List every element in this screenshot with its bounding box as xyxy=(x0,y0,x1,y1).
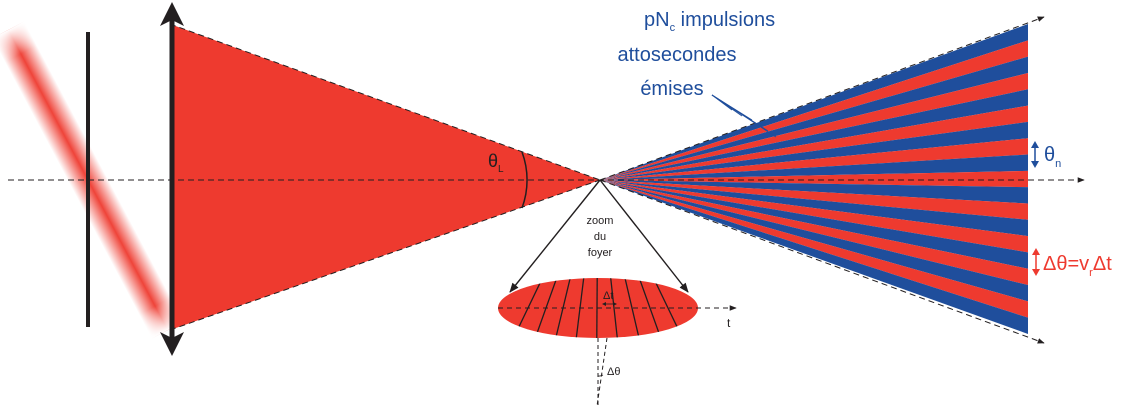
focus-time-line xyxy=(623,278,641,338)
delta-theta-small-lines xyxy=(596,337,608,408)
pulse-pointer-lines xyxy=(711,94,777,138)
emitted-pulse-fan xyxy=(600,24,1028,334)
fan-stripe xyxy=(600,180,1028,334)
fan-stripe xyxy=(600,40,1028,180)
fan-stripe xyxy=(600,56,1028,181)
fan-stripe xyxy=(600,89,1028,180)
svg-text:émises: émises xyxy=(640,78,703,100)
fan-stripe xyxy=(600,72,1028,180)
delta-theta-small-label: Δθ xyxy=(607,366,620,378)
focus-time-line xyxy=(637,278,663,338)
focus-time-line xyxy=(609,278,619,338)
lens xyxy=(160,2,184,356)
theta-l-arc xyxy=(521,151,528,209)
fan-stripe xyxy=(600,170,1028,188)
focusing-cone xyxy=(170,24,600,330)
cone-envelope xyxy=(169,16,1045,344)
svg-text:θn: θn xyxy=(1044,144,1061,170)
delta-theta-small-arc xyxy=(597,374,604,377)
svg-text:zoom: zoom xyxy=(587,215,614,227)
svg-text:foyer: foyer xyxy=(588,247,613,259)
time-axis-label: t xyxy=(727,316,731,330)
svg-text:pNc impulsions: pNc impulsions xyxy=(644,9,775,34)
svg-text:attosecondes: attosecondes xyxy=(618,44,737,66)
delta-t-label: Δt xyxy=(603,290,613,302)
delta-theta-equation: Δθ=vrΔt xyxy=(1032,248,1112,279)
fan-stripe xyxy=(600,180,1028,204)
theta-n-marker: θn xyxy=(1031,141,1061,170)
delta-t-arrow xyxy=(602,302,617,306)
pointer-line xyxy=(711,94,777,138)
theta-l-label: θL xyxy=(488,151,504,175)
svg-text:du: du xyxy=(594,231,606,243)
pulses-label: pNc impulsions attosecondes émises xyxy=(618,9,776,100)
fan-stripe xyxy=(600,180,1028,220)
fan-stripe xyxy=(600,154,1028,180)
svg-text:Δθ=vrΔt: Δθ=vrΔt xyxy=(1043,253,1112,279)
zoom-lines xyxy=(509,179,689,293)
fan-stripe xyxy=(600,105,1028,180)
fan-stripe xyxy=(600,121,1028,180)
fan-stripe xyxy=(600,138,1028,180)
zoom-label: zoom du foyer xyxy=(587,215,614,259)
